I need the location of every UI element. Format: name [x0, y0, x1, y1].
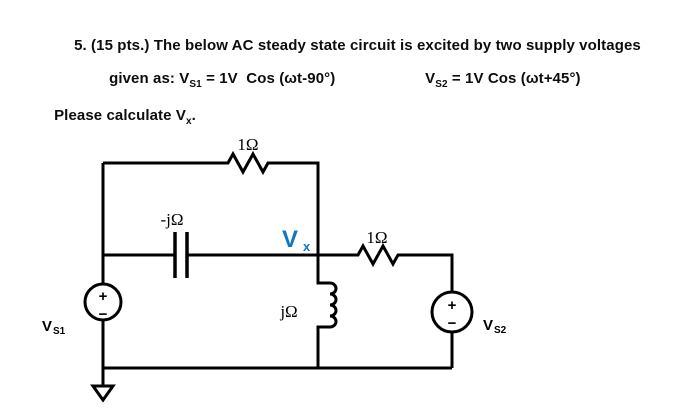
vs2-plus-icon: +: [448, 297, 457, 314]
vs2-definition: VS2 = 1V Cos (ωt+45°): [408, 53, 581, 107]
vs2-definition-subscript: S2: [435, 79, 448, 90]
question-suffix: .: [191, 107, 196, 124]
resistor-right-label: 1Ω: [366, 228, 387, 247]
inductor-label: jΩ: [279, 302, 297, 321]
vs2-minus-icon: −: [448, 315, 457, 332]
vs2-source-label: V: [483, 317, 493, 334]
resistor-top-label: 1Ω: [237, 135, 258, 154]
vs1-definition-prefix: given as: V: [109, 70, 190, 87]
ground-icon: [90, 384, 116, 403]
question-line: Please calculate Vx.: [37, 90, 196, 144]
vs1-source-label: V: [42, 318, 52, 335]
problem-statement-text: 5. (15 pts.) The below AC steady state c…: [74, 37, 641, 54]
vs2-definition-prefix: V: [425, 70, 436, 87]
top-branch-wire-and-resistor: [103, 150, 320, 255]
vs1-minus-icon: −: [99, 306, 108, 323]
vs1-definition-expression: = 1V Cos (ωt-90°): [201, 70, 336, 87]
vs2-definition-expression: = 1V Cos (ωt+45°): [447, 70, 581, 87]
right-branch-wire-and-resistor: [318, 242, 454, 292]
capacitor-icon: [173, 232, 189, 278]
question-subscript: x: [185, 116, 192, 127]
capacitor-label: -jΩ: [160, 210, 183, 229]
vs1-plus-icon: +: [99, 288, 108, 305]
vs1-definition: given as: VS1 = 1V Cos (ωt-90°): [92, 53, 335, 107]
vx-node-label: V: [282, 226, 298, 253]
inductor-icon: [316, 255, 338, 368]
vs1-source-icon: [83, 282, 123, 322]
vx-node-label-subscript: x: [303, 239, 311, 254]
vs1-source-label-subscript: S1: [53, 326, 66, 337]
problem-statement-line1: 5. (15 pts.) The below AC steady state c…: [57, 20, 641, 71]
vs1-definition-subscript: S1: [189, 79, 202, 90]
question-prefix: Please calculate V: [54, 107, 186, 124]
vs2-source-label-subscript: S2: [494, 325, 507, 336]
vs2-source-icon: [430, 290, 474, 334]
